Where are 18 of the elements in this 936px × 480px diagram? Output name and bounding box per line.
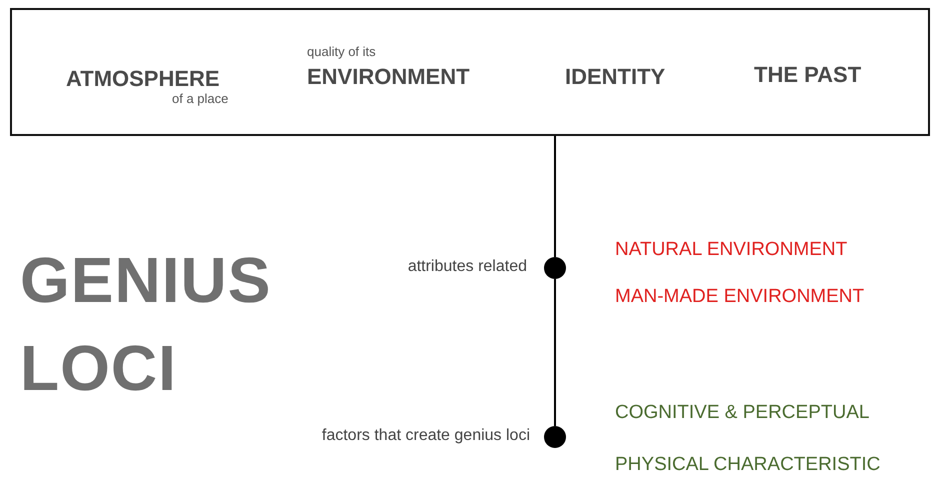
heading: THE PAST bbox=[754, 62, 862, 88]
heading: ATMOSPHERE bbox=[66, 66, 220, 92]
annotation-text: factors that create genius loci bbox=[322, 427, 530, 445]
dot-marker bbox=[544, 426, 566, 448]
annotation-text: attributes related bbox=[408, 258, 527, 276]
subtitle: quality of its bbox=[307, 44, 376, 59]
heading: ENVIRONMENT bbox=[307, 64, 470, 90]
text-box bbox=[10, 8, 930, 136]
category-label: COGNITIVE & PERCEPTUAL bbox=[615, 402, 870, 424]
category-label: MAN-MADE ENVIRONMENT bbox=[615, 286, 864, 308]
title: GENIUS LOCI bbox=[20, 243, 272, 406]
category-label: NATURAL ENVIRONMENT bbox=[615, 239, 848, 261]
subtitle: of a place bbox=[172, 91, 228, 106]
category-label: PHYSICAL CHARACTERISTIC bbox=[615, 454, 880, 476]
dot-marker bbox=[544, 257, 566, 279]
heading: IDENTITY bbox=[565, 64, 666, 90]
connector-line bbox=[554, 136, 556, 257]
connector-line bbox=[554, 279, 556, 426]
